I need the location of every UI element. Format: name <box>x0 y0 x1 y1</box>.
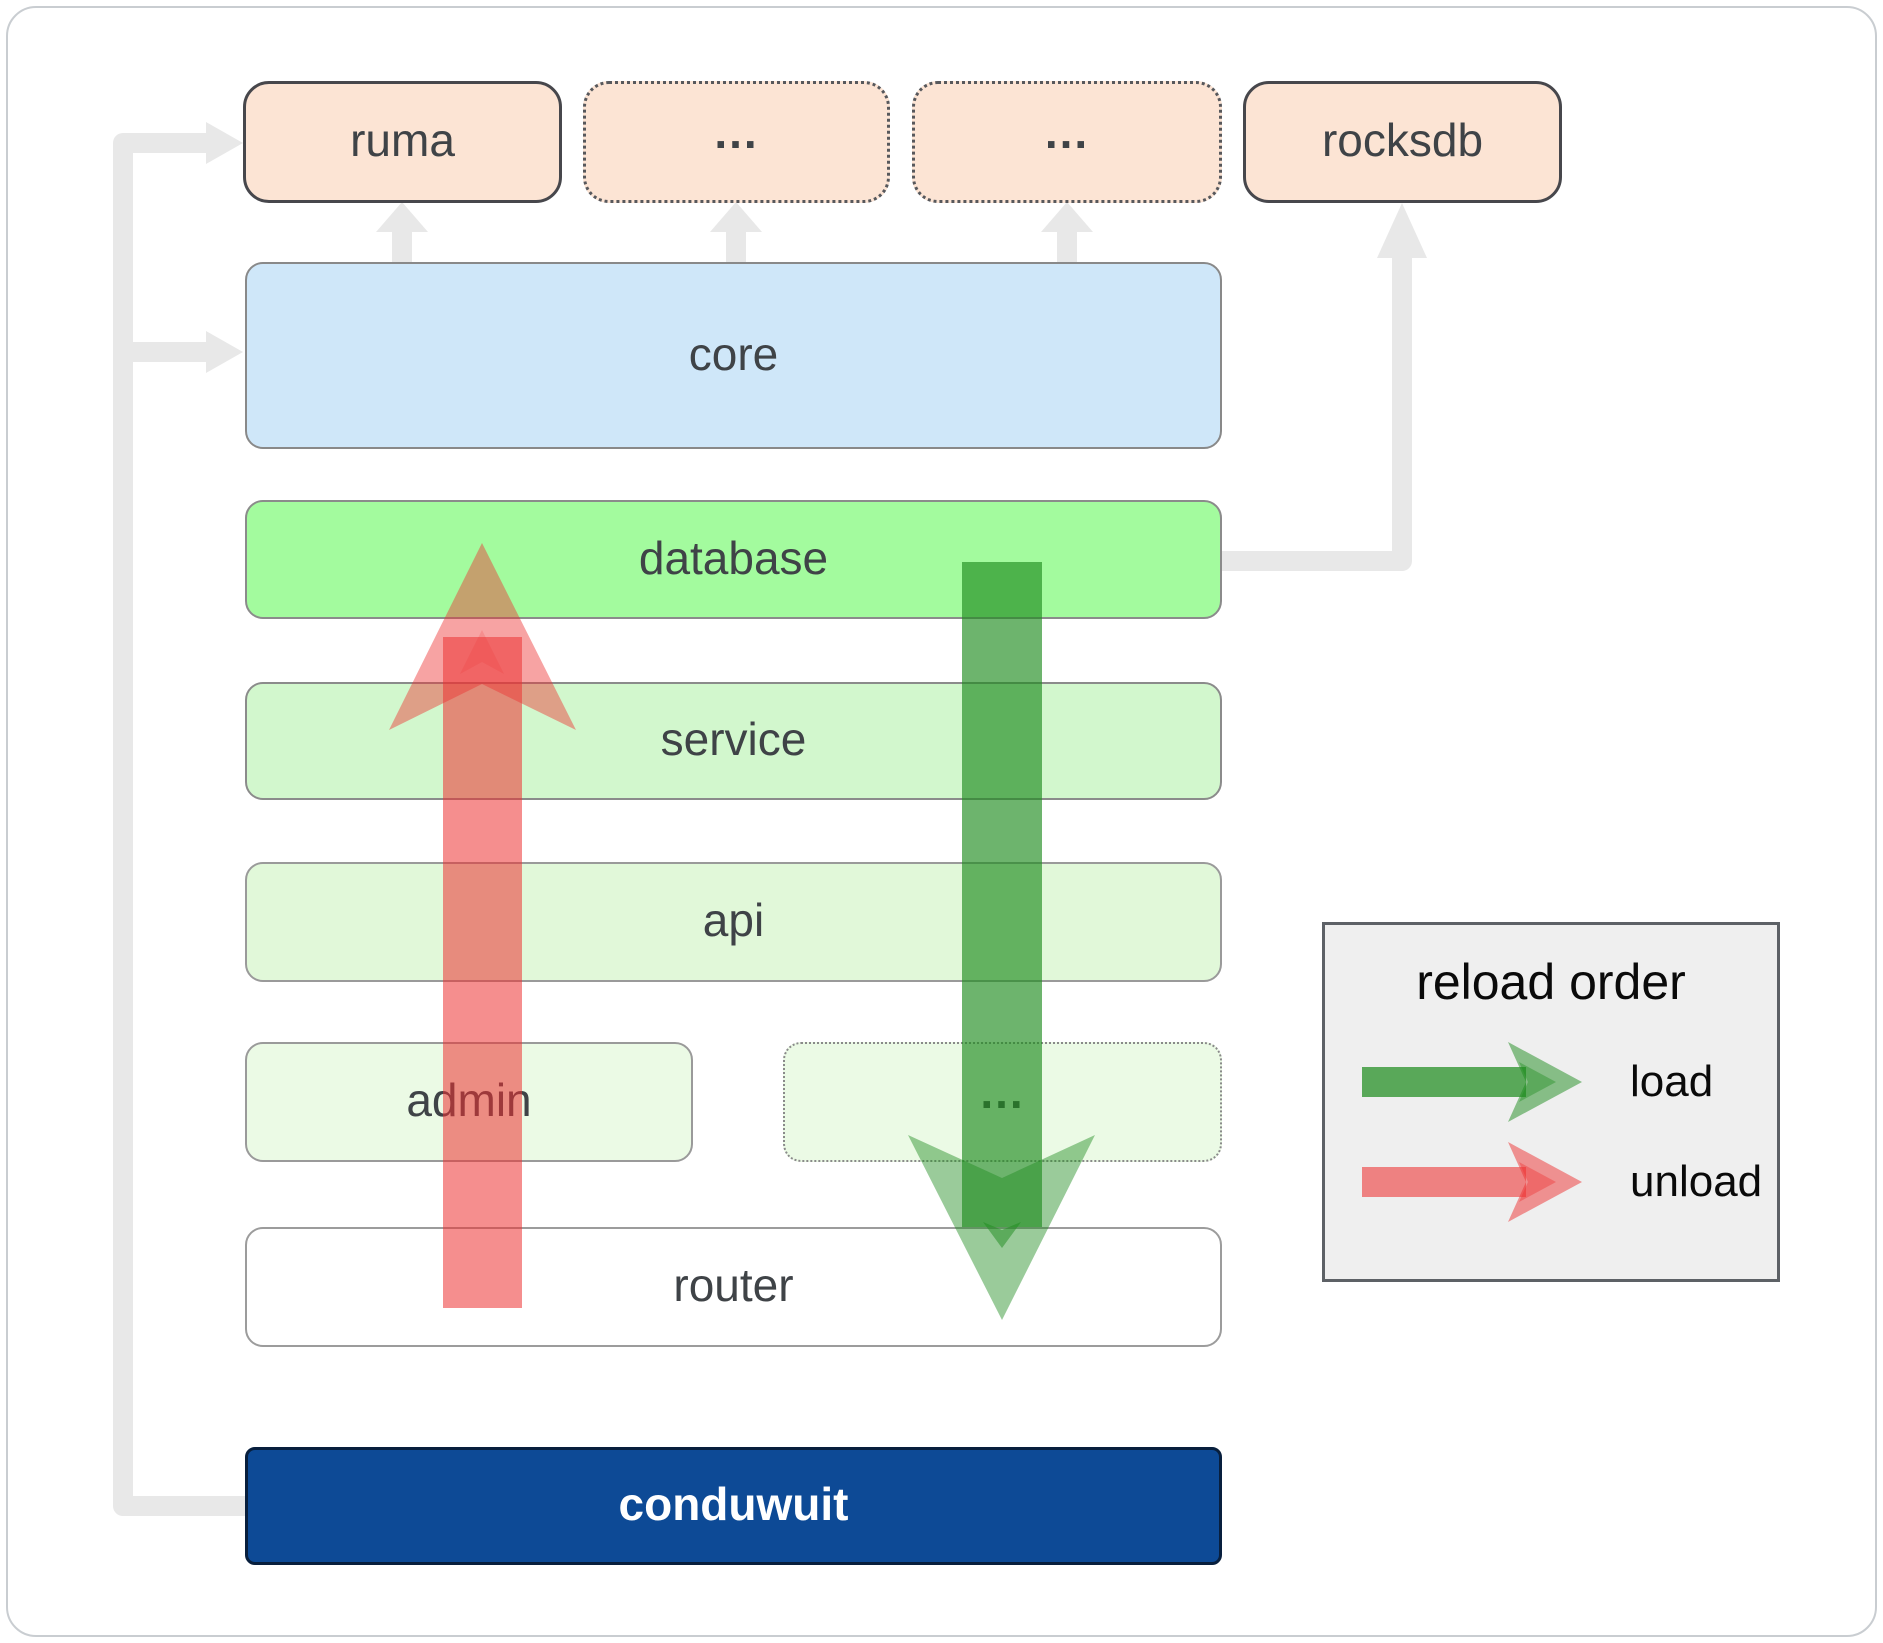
arrowhead-into-rocksdb-icon <box>1377 203 1427 258</box>
legend-load-label: load <box>1630 1057 1714 1106</box>
arrowhead-into-core-icon <box>206 331 243 373</box>
core-to-deps2-arrow-shaft <box>1057 230 1077 264</box>
node-label: rocksdb <box>1321 114 1484 166</box>
legend-unload-arrow-icon <box>1362 1142 1582 1222</box>
core-to-deps1-arrow-shaft <box>726 230 746 264</box>
node-dependency-ellipsis-2: ... <box>912 81 1222 203</box>
node-router: router <box>245 1227 1222 1347</box>
legend-box <box>1322 922 1780 1282</box>
node-conduwuit: conduwuit <box>245 1447 1222 1565</box>
load-arrow-icon <box>908 562 1095 1320</box>
node-core: core <box>245 262 1222 449</box>
node-label: database <box>638 531 829 584</box>
node-label: service <box>660 713 807 765</box>
diagram-outer-frame <box>6 6 1877 1637</box>
legend-title: reload order <box>1416 954 1686 1010</box>
arrowhead-into-ruma-icon <box>206 122 243 164</box>
core-to-ruma-arrow-shaft <box>392 230 412 264</box>
core-to-deps2-arrowhead-icon <box>1041 202 1093 232</box>
node-label: ... <box>1044 106 1090 158</box>
core-to-deps1-arrowhead-icon <box>710 202 762 232</box>
database-to-rocksdb-connector <box>1221 258 1412 571</box>
node-service: service <box>245 682 1222 800</box>
node-api: api <box>245 862 1222 982</box>
conduwuit-to-ruma-connector <box>113 133 245 1516</box>
node-database: database <box>245 500 1222 619</box>
node-label: core <box>688 327 779 380</box>
node-label: ... <box>714 106 759 158</box>
node-label: api <box>702 894 765 946</box>
legend-load-arrow-icon <box>1362 1042 1582 1122</box>
node-label: router <box>673 1259 794 1311</box>
core-to-ruma-arrowhead-icon <box>376 202 428 232</box>
node-label: ruma <box>350 114 455 166</box>
unload-arrow-icon <box>389 543 576 1308</box>
node-rocksdb: rocksdb <box>1243 81 1562 203</box>
node-label: conduwuit <box>618 1478 849 1530</box>
node-ruma: ruma <box>243 81 562 203</box>
node-dependency-ellipsis-1: ... <box>583 81 890 203</box>
legend-unload-label: unload <box>1630 1157 1763 1206</box>
